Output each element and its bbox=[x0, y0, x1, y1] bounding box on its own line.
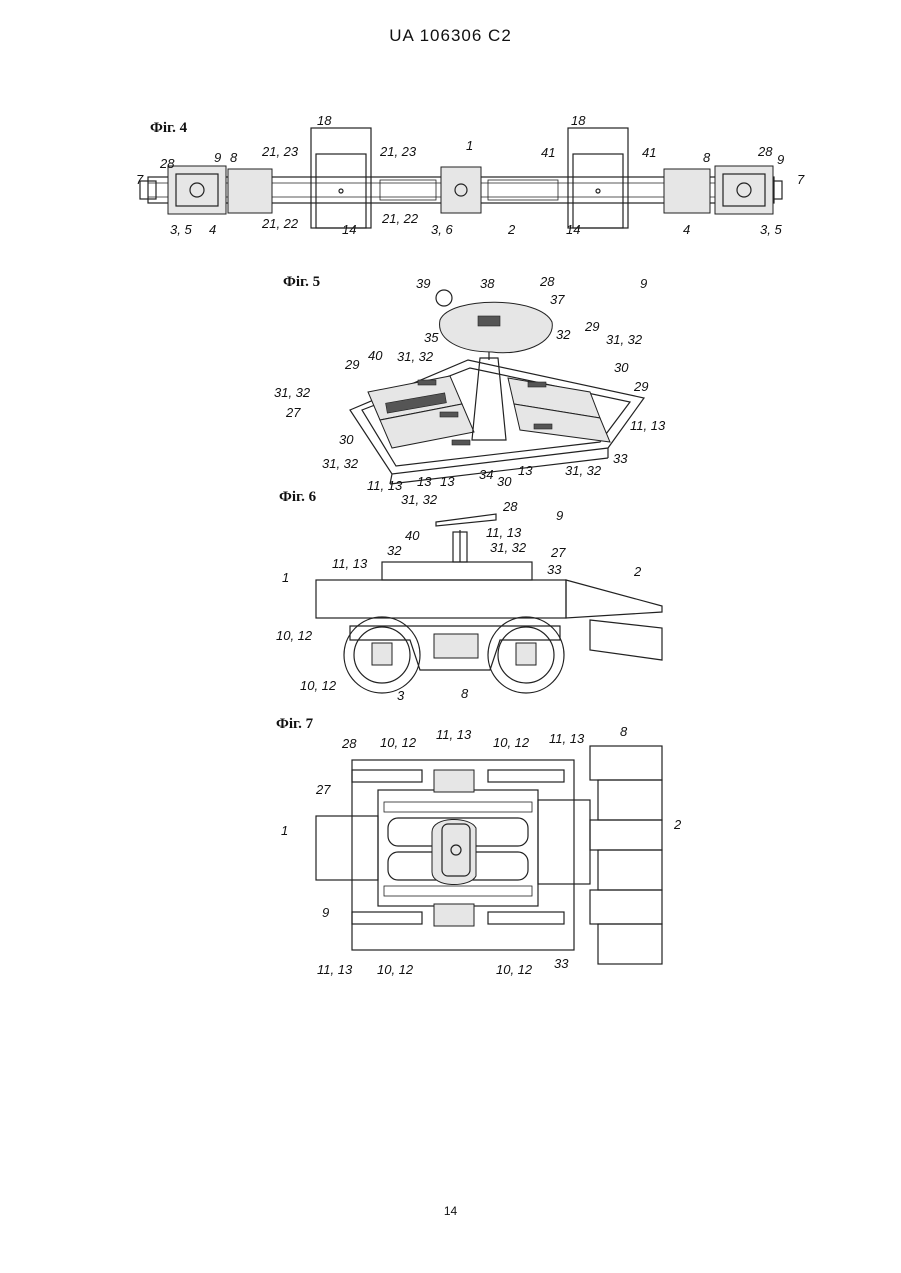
ref-label: 27 bbox=[286, 405, 300, 420]
ref-label: 29 bbox=[345, 357, 359, 372]
ref-label: 21, 22 bbox=[382, 211, 418, 226]
ref-label: 9 bbox=[322, 905, 329, 920]
ref-label: 40 bbox=[368, 348, 382, 363]
ref-label: 21, 23 bbox=[262, 144, 298, 159]
ref-label: 31, 32 bbox=[606, 332, 642, 347]
ref-label: 10, 12 bbox=[276, 628, 312, 643]
ref-label: 10, 12 bbox=[493, 735, 529, 750]
ref-label: 3, 6 bbox=[431, 222, 453, 237]
ref-label: 1 bbox=[466, 138, 473, 153]
ref-label: 3 bbox=[397, 688, 404, 703]
ref-label: 21, 22 bbox=[262, 216, 298, 231]
ref-label: 29 bbox=[585, 319, 599, 334]
ref-label: 38 bbox=[480, 276, 494, 291]
ref-label: 7 bbox=[797, 172, 804, 187]
ref-label: 28 bbox=[540, 274, 554, 289]
ref-label: 21, 23 bbox=[380, 144, 416, 159]
ref-label: 18 bbox=[571, 113, 585, 128]
ref-label: 30 bbox=[497, 474, 511, 489]
figure-7-drawing bbox=[316, 746, 662, 964]
ref-label: 9 bbox=[214, 150, 221, 165]
ref-label: 2 bbox=[634, 564, 641, 579]
ref-label: 29 bbox=[634, 379, 648, 394]
ref-label: 11, 13 bbox=[630, 418, 665, 433]
ref-label: 33 bbox=[554, 956, 568, 971]
ref-label: 35 bbox=[424, 330, 438, 345]
ref-label: 2 bbox=[508, 222, 515, 237]
ref-label: 9 bbox=[777, 152, 784, 167]
ref-label: 11, 13 bbox=[317, 962, 352, 977]
ref-label: 9 bbox=[556, 508, 563, 523]
ref-label: 10, 12 bbox=[380, 735, 416, 750]
ref-label: 27 bbox=[551, 545, 565, 560]
ref-label: 9 bbox=[640, 276, 647, 291]
ref-label: 39 bbox=[416, 276, 430, 291]
ref-label: 31, 32 bbox=[397, 349, 433, 364]
ref-label: 4 bbox=[683, 222, 690, 237]
ref-label: 31, 32 bbox=[322, 456, 358, 471]
ref-label: 7 bbox=[136, 172, 143, 187]
ref-label: 37 bbox=[550, 292, 564, 307]
ref-label: 11, 13 bbox=[486, 525, 521, 540]
ref-label: 31, 32 bbox=[565, 463, 601, 478]
ref-label: 33 bbox=[547, 562, 561, 577]
ref-label: 27 bbox=[316, 782, 330, 797]
figure-4-drawing bbox=[140, 128, 782, 228]
figure-5-drawing bbox=[350, 290, 644, 484]
ref-label: 32 bbox=[387, 543, 401, 558]
ref-label: 41 bbox=[642, 145, 656, 160]
ref-label: 28 bbox=[160, 156, 174, 171]
ref-label: 13 bbox=[440, 474, 454, 489]
ref-label: 11, 13 bbox=[332, 556, 367, 571]
ref-label: 8 bbox=[461, 686, 468, 701]
ref-label: 34 bbox=[479, 467, 493, 482]
ref-label: 14 bbox=[566, 222, 580, 237]
ref-label: 14 bbox=[342, 222, 356, 237]
ref-label: 32 bbox=[556, 327, 570, 342]
ref-label: 40 bbox=[405, 528, 419, 543]
ref-label: 31, 32 bbox=[401, 492, 437, 507]
ref-label: 10, 12 bbox=[377, 962, 413, 977]
ref-label: 28 bbox=[758, 144, 772, 159]
ref-label: 10, 12 bbox=[300, 678, 336, 693]
ref-label: 41 bbox=[541, 145, 555, 160]
ref-label: 13 bbox=[518, 463, 532, 478]
ref-label: 3, 5 bbox=[760, 222, 782, 237]
ref-label: 4 bbox=[209, 222, 216, 237]
ref-label: 13 bbox=[417, 474, 431, 489]
ref-label: 10, 12 bbox=[496, 962, 532, 977]
ref-label: 31, 32 bbox=[490, 540, 526, 555]
ref-label: 11, 13 bbox=[436, 727, 471, 742]
ref-label: 18 bbox=[317, 113, 331, 128]
ref-label: 33 bbox=[613, 451, 627, 466]
ref-label: 8 bbox=[620, 724, 627, 739]
ref-label: 11, 13 bbox=[367, 478, 402, 493]
ref-label: 2 bbox=[674, 817, 681, 832]
ref-label: 3, 5 bbox=[170, 222, 192, 237]
ref-label: 11, 13 bbox=[549, 731, 584, 746]
ref-label: 8 bbox=[230, 150, 237, 165]
ref-label: 1 bbox=[282, 570, 289, 585]
ref-label: 8 bbox=[703, 150, 710, 165]
ref-label: 28 bbox=[342, 736, 356, 751]
figure-6-drawing bbox=[316, 514, 662, 693]
ref-label: 30 bbox=[614, 360, 628, 375]
ref-label: 28 bbox=[503, 499, 517, 514]
ref-label: 30 bbox=[339, 432, 353, 447]
page-number: 14 bbox=[0, 1204, 901, 1218]
ref-label: 1 bbox=[281, 823, 288, 838]
ref-label: 31, 32 bbox=[274, 385, 310, 400]
